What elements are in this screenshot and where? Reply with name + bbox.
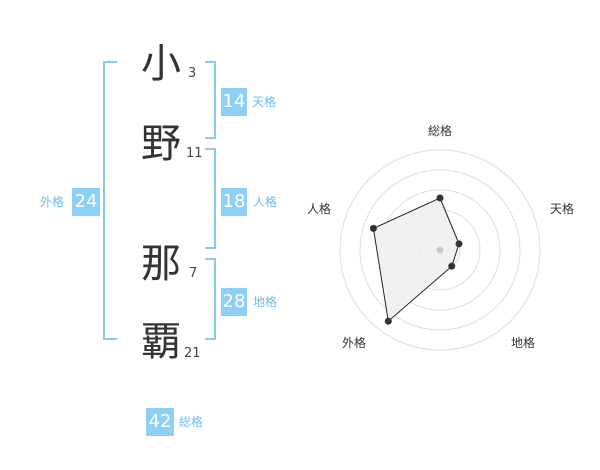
- jinkaku-badge: 18: [221, 188, 247, 216]
- tenkaku-badge: 14: [221, 88, 247, 116]
- name-char-2: 野: [141, 121, 181, 167]
- gaikaku-badge: 24: [72, 188, 100, 216]
- radar-point-4: [384, 317, 392, 325]
- gaikaku-bracket: [103, 61, 117, 340]
- axis-label-tenkaku: 天格: [550, 201, 574, 216]
- jinkaku-label: 人格: [253, 195, 278, 209]
- radar-point-1: [436, 194, 444, 202]
- tenkaku-bracket: [205, 61, 216, 139]
- gaikaku-label: 外格: [40, 195, 65, 209]
- radar-point-2: [455, 240, 463, 248]
- radar-point-5: [369, 224, 377, 232]
- axis-label-soukaku: 総格: [428, 123, 452, 138]
- radar-center-dot: [436, 246, 444, 254]
- stroke-count-4: 21: [184, 346, 201, 361]
- radar-point-3: [448, 262, 456, 270]
- radar-points: [369, 194, 463, 325]
- name-char-1: 小: [141, 41, 181, 87]
- axis-label-gaikaku: 外格: [342, 335, 366, 350]
- chikaku-bracket: [205, 258, 216, 340]
- chikaku-label: 地格: [253, 295, 278, 309]
- radar-ring: [359, 169, 521, 331]
- tenkaku-label: 天格: [252, 95, 277, 109]
- soukaku-badge: 42: [146, 408, 174, 436]
- soukaku-label: 総格: [179, 415, 204, 429]
- stroke-count-3: 7: [189, 266, 198, 281]
- axis-label-jinkaku: 人格: [307, 201, 331, 216]
- name-char-4: 覇: [141, 319, 181, 365]
- radar-ring: [339, 149, 541, 351]
- axis-label-chikaku: 地格: [511, 335, 535, 350]
- radar-area: [372, 197, 460, 323]
- jinkaku-bracket: [205, 148, 216, 249]
- stroke-count-2: 11: [186, 146, 203, 161]
- stroke-count-1: 3: [188, 66, 197, 81]
- name-char-3: 那: [141, 241, 181, 287]
- chikaku-badge: 28: [221, 288, 247, 316]
